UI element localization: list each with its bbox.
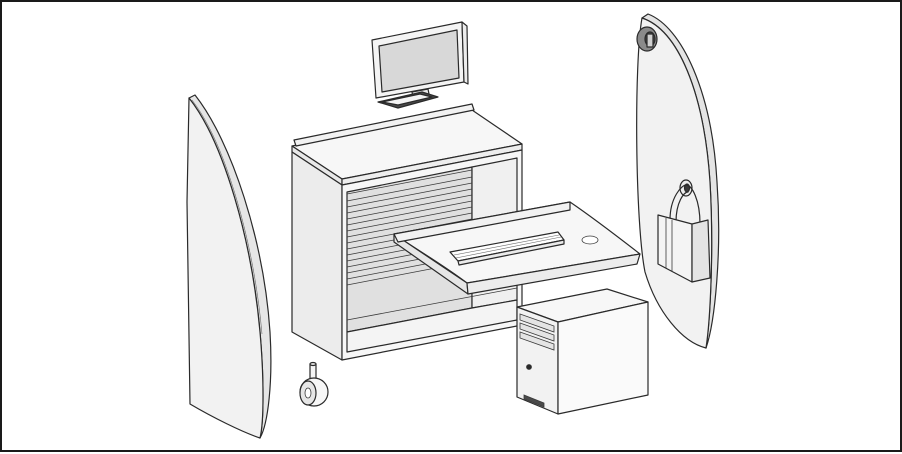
shopping-bag <box>657 179 711 283</box>
keyboard <box>449 231 565 266</box>
left-side-panel <box>186 94 272 439</box>
caster-wheel <box>299 361 329 407</box>
right-side-panel <box>636 13 720 349</box>
computer-tower <box>516 288 649 415</box>
coat-hook <box>636 26 658 52</box>
computer-monitor <box>371 21 469 109</box>
